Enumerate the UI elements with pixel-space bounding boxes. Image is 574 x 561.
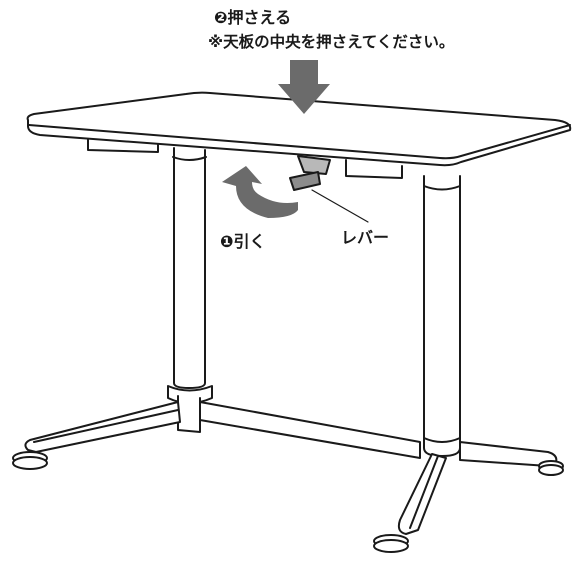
lever-handle: [289, 171, 321, 191]
bracket-right: [345, 159, 403, 179]
left-leg-front-edge: [33, 409, 179, 443]
right-column-joint: [423, 437, 461, 443]
lever-label: レバー: [341, 228, 390, 247]
press-arrow: [278, 60, 330, 114]
pull-arrow: [222, 166, 298, 218]
left-leg-back: [199, 401, 421, 459]
step2-label: ❷押さえる: [214, 8, 292, 27]
right-leg-front-edge: [409, 455, 439, 529]
right-column: [423, 175, 461, 457]
left-column-band: [172, 156, 207, 161]
foot-right-back-base: [538, 464, 564, 476]
step1-label: ❶引く: [220, 232, 266, 251]
right-column-band: [423, 185, 461, 191]
step2-note: ※天板の中央を押さえてください。: [208, 33, 455, 51]
lever-housing: [297, 155, 331, 175]
foot-left-base: [12, 456, 48, 470]
left-base-hub: [177, 395, 201, 433]
lever-leader-line: [311, 189, 369, 223]
foot-right-front-base: [373, 539, 409, 553]
left-column: [173, 147, 206, 389]
desk-top-edge: [28, 124, 571, 160]
desk-top: [26, 91, 572, 167]
